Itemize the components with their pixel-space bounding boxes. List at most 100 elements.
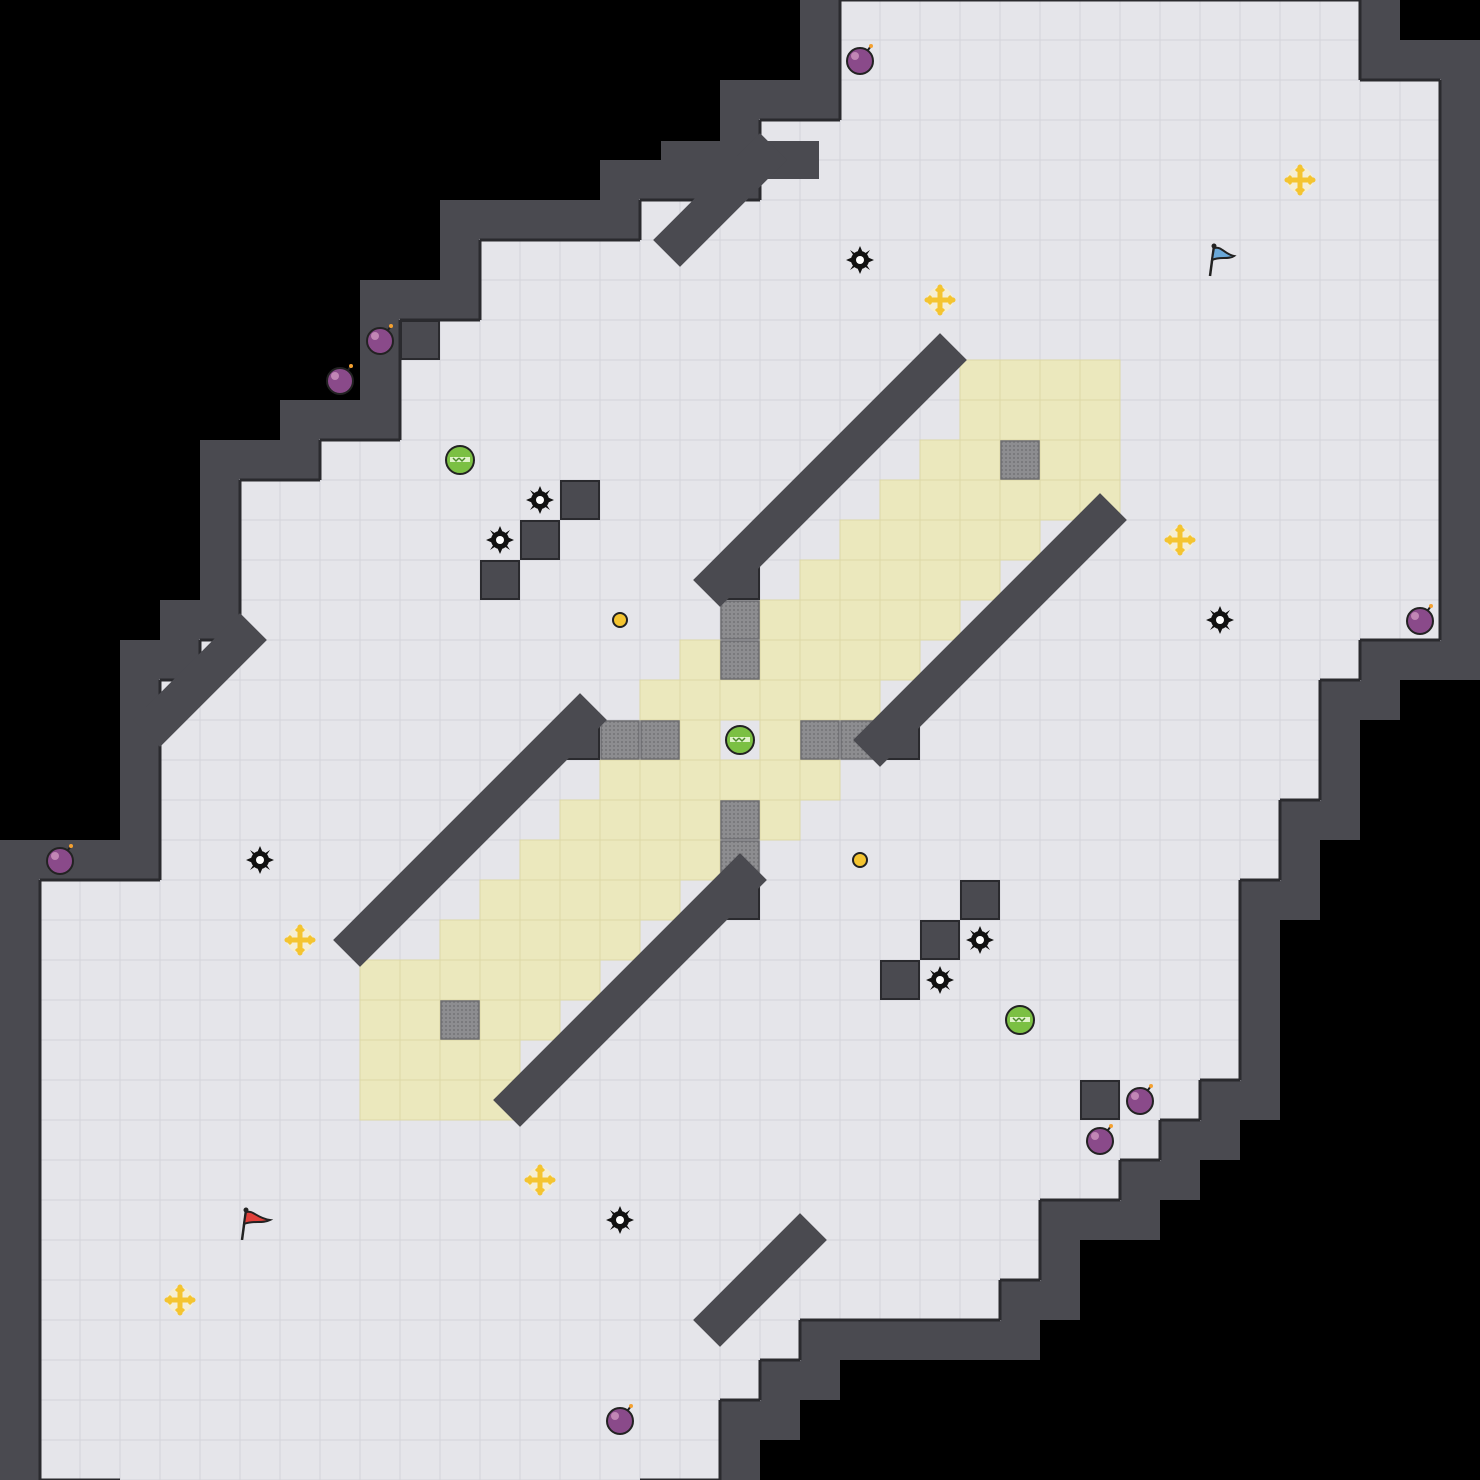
floor-tile [959, 1079, 1001, 1121]
floor-tile [79, 1439, 121, 1480]
floor-tile [879, 1079, 921, 1121]
floor-tile [1319, 199, 1361, 241]
wall-tile [1160, 1160, 1200, 1200]
floor-tile [679, 999, 721, 1041]
floor-tile [1039, 839, 1081, 881]
floor-tile [999, 639, 1041, 681]
wall-tile [1240, 880, 1280, 920]
zone-tile [799, 679, 841, 721]
zone-tile [399, 959, 441, 1001]
floor-tile [999, 719, 1041, 761]
floor-tile [799, 919, 841, 961]
floor-tile [1319, 39, 1361, 81]
floor-tile [719, 479, 761, 521]
zone-tile [879, 479, 921, 521]
floor-tile [879, 1159, 921, 1201]
wall-tile [400, 280, 440, 320]
floor-tile [1239, 399, 1281, 441]
zone-tile [679, 799, 721, 841]
wall-edge-layer [38, 0, 1442, 1480]
floor-tile [439, 519, 481, 561]
floor-tile [359, 519, 401, 561]
floor-tile [959, 679, 1001, 721]
floor-tile [799, 799, 841, 841]
floor-tile [1079, 679, 1121, 721]
floor-tile [1239, 79, 1281, 121]
floor-tile [159, 1079, 201, 1121]
floor-tile [479, 279, 521, 321]
wall-tile [440, 240, 480, 280]
wall-tile [1440, 240, 1480, 280]
floor-tile [839, 119, 881, 161]
wall-tile [560, 200, 600, 240]
wall-tile [0, 880, 40, 920]
floor-tile [79, 1039, 121, 1081]
coin-icon [600, 600, 640, 640]
floor-tile [959, 719, 1001, 761]
floor-tile [1319, 359, 1361, 401]
floor-tile [79, 1239, 121, 1281]
floor-tile [519, 239, 561, 281]
floor-tile [239, 1319, 281, 1361]
floor-tile [1239, 599, 1281, 641]
wall-tile [1440, 360, 1480, 400]
floor-tile [1119, 119, 1161, 161]
floor-tile [1279, 239, 1321, 281]
floor-tile [1359, 359, 1401, 401]
floor-tile [599, 1319, 641, 1361]
wall-tile [360, 400, 400, 440]
zone-tile [999, 399, 1041, 441]
floor-tile [1119, 0, 1161, 41]
floor-tile [239, 519, 281, 561]
wall-tile [1440, 80, 1480, 120]
zone-tile [479, 879, 521, 921]
floor-tile [359, 679, 401, 721]
floor-tile [1279, 199, 1321, 241]
floor-tile [759, 1119, 801, 1161]
zone-tile [959, 559, 1001, 601]
floor-tile [919, 199, 961, 241]
floor-tile [1039, 1159, 1081, 1201]
zone-tile [559, 959, 601, 1001]
floor-tile [199, 879, 241, 921]
floor-tile [479, 319, 521, 361]
floor-tile [879, 1119, 921, 1161]
floor-tile [1079, 879, 1121, 921]
floor-tile [239, 1399, 281, 1441]
floor-tile [959, 239, 1001, 281]
floor-tile [839, 1119, 881, 1161]
capture-zone [359, 359, 1121, 1121]
floor-tile [919, 1279, 961, 1321]
floor-tile [679, 959, 721, 1001]
floor-tile [1239, 39, 1281, 81]
floor-tile [399, 719, 441, 761]
floor-tile [1159, 879, 1201, 921]
floor-tile [1119, 519, 1161, 561]
floor-tile [839, 1159, 881, 1201]
floor-tile [1319, 79, 1361, 121]
floor-tile [559, 1359, 601, 1401]
zone-tile [719, 679, 761, 721]
floor-tile [719, 1159, 761, 1201]
wall-tile [1320, 800, 1360, 840]
floor-tile [1159, 1079, 1201, 1121]
floor-tile [1319, 439, 1361, 481]
floor-tile [1319, 279, 1361, 321]
floor-tile [119, 1359, 161, 1401]
floor-tile [519, 279, 561, 321]
floor-tile [999, 1199, 1041, 1241]
floor-tile [799, 879, 841, 921]
floor-tile [1239, 159, 1281, 201]
floor-tile [1159, 639, 1201, 681]
floor-tile [1279, 439, 1321, 481]
zone-tile [679, 719, 721, 761]
floor-tile [999, 1039, 1041, 1081]
floor-tile [159, 759, 201, 801]
floor-tile [1079, 1159, 1121, 1201]
wall-tile [720, 80, 760, 120]
speed-pad-icon [440, 440, 480, 480]
floor-tile [359, 719, 401, 761]
floor-tile [439, 1399, 481, 1441]
floor-tile [919, 239, 961, 281]
floor-tile [559, 1239, 601, 1281]
